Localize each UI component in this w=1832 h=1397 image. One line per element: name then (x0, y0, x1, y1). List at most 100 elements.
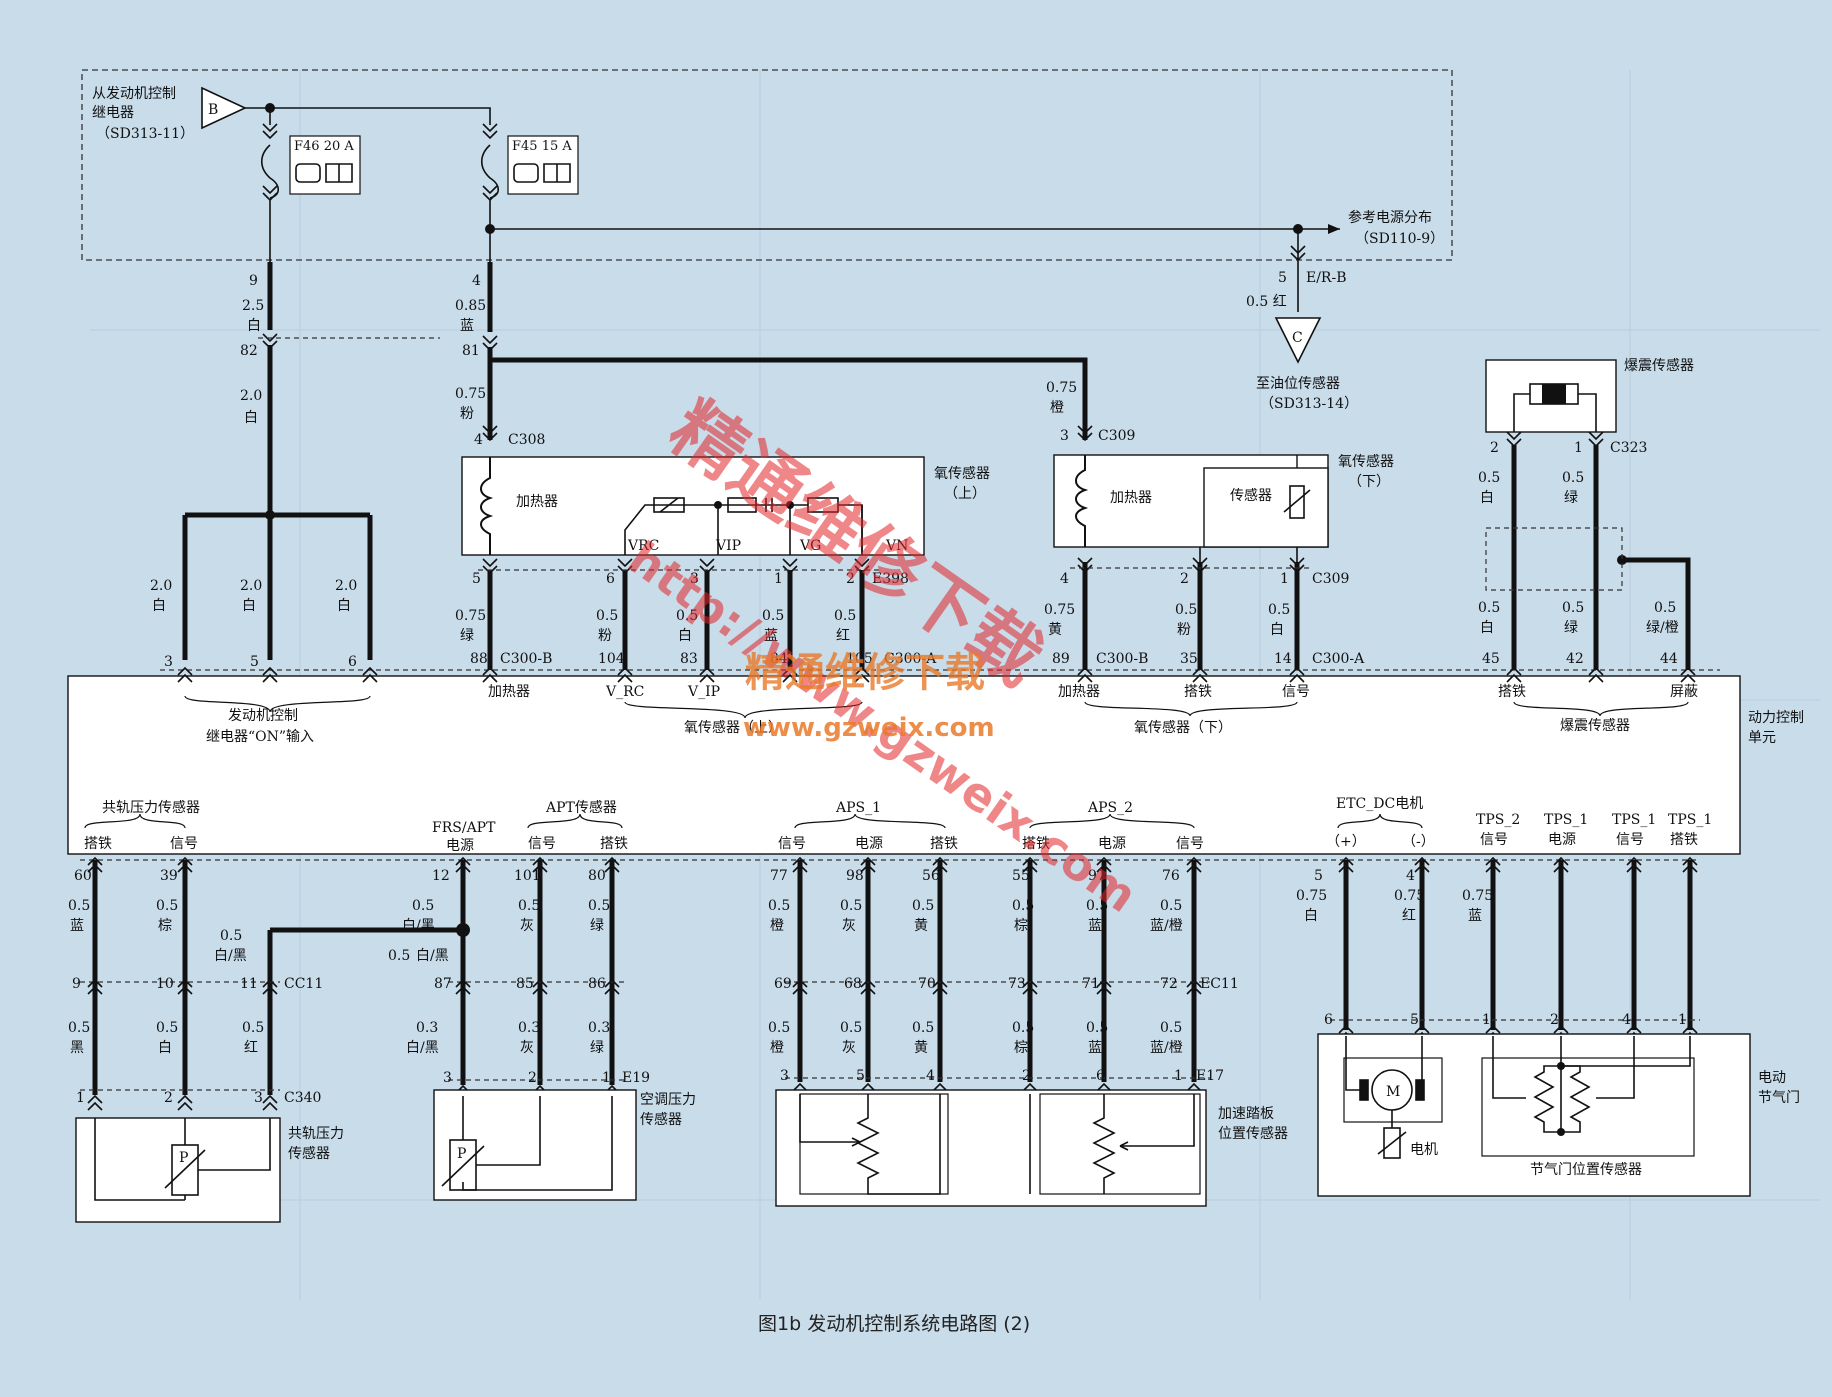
svg-text:棕: 棕 (1014, 1040, 1028, 1056)
svg-text:电源: 电源 (446, 838, 474, 854)
ref-power-label: 参考电源分布 (1348, 209, 1432, 226)
relay-fuse-box (81, 69, 1453, 261)
svg-text:2.0: 2.0 (240, 388, 262, 404)
svg-text:C: C (1292, 330, 1303, 346)
svg-text:69: 69 (774, 976, 792, 992)
svg-text:（上）: （上） (944, 486, 986, 502)
cc11-pins: 9 10 11 CC11 87 85 86 69 68 70 73 71 72 … (72, 976, 1239, 992)
svg-text:www.gzweix.com: www.gzweix.com (743, 713, 995, 743)
svg-text:14: 14 (1274, 651, 1292, 667)
svg-text:C323: C323 (1610, 440, 1647, 456)
svg-text:35: 35 (1180, 651, 1198, 667)
svg-text:72: 72 (1160, 976, 1178, 992)
o2-upper-title: 氧传感器 (934, 465, 990, 482)
svg-text:1: 1 (602, 1070, 611, 1086)
svg-text:白/黑: 白/黑 (416, 948, 449, 964)
relay-source-symbol: B (201, 86, 247, 130)
svg-text:C300-A: C300-A (884, 651, 937, 667)
svg-text:85: 85 (516, 976, 534, 992)
svg-text:0.5: 0.5 (762, 608, 784, 624)
svg-text:FRS/APT: FRS/APT (432, 820, 496, 836)
relay-label-2: 继电器 (92, 105, 134, 121)
svg-text:传感器: 传感器 (1230, 487, 1272, 504)
svg-text:搭铁: 搭铁 (600, 836, 628, 852)
svg-text:电源: 电源 (855, 836, 883, 852)
svg-text:白: 白 (1480, 490, 1494, 506)
svg-text:0.5: 0.5 (1175, 602, 1197, 618)
svg-text:2: 2 (164, 1090, 173, 1106)
svg-text:搭铁: 搭铁 (1670, 832, 1698, 848)
svg-text:白/黑: 白/黑 (406, 1040, 439, 1056)
svg-text:粉: 粉 (598, 628, 612, 644)
svg-text:APS_2: APS_2 (1087, 800, 1133, 816)
svg-text:0.5: 0.5 (388, 948, 410, 964)
svg-text:2: 2 (1022, 1068, 1031, 1084)
svg-text:3: 3 (1060, 428, 1069, 444)
svg-text:C300-B: C300-B (500, 651, 552, 667)
svg-text:白/黑: 白/黑 (402, 918, 435, 934)
svg-text:白: 白 (242, 598, 256, 614)
svg-text:2.0: 2.0 (335, 578, 357, 594)
svg-text:0.75: 0.75 (1296, 888, 1327, 904)
svg-text:88: 88 (470, 651, 488, 667)
svg-text:蓝: 蓝 (70, 918, 84, 934)
svg-text:2.0: 2.0 (150, 578, 172, 594)
svg-text:5: 5 (856, 1068, 865, 1084)
svg-text:0.5: 0.5 (1478, 600, 1500, 616)
figure-caption: 图1b 发动机控制系统电路图 (2) (758, 1313, 1030, 1335)
ac-pressure-sensor-box (433, 1089, 637, 1201)
svg-text:灰: 灰 (520, 1040, 534, 1056)
svg-text:0.5: 0.5 (1268, 602, 1290, 618)
svg-text:M: M (1386, 1084, 1400, 1100)
svg-text:传感器: 传感器 (640, 1111, 682, 1128)
svg-text:信号: 信号 (1176, 836, 1204, 852)
svg-text:0.5: 0.5 (68, 898, 90, 914)
svg-text:104: 104 (598, 651, 625, 667)
svg-text:TPS_1: TPS_1 (1668, 812, 1712, 828)
svg-text:EC11: EC11 (1200, 976, 1239, 992)
svg-text:C300-A: C300-A (1312, 651, 1365, 667)
svg-text:绿: 绿 (590, 1040, 604, 1056)
pcm-title: 动力控制 (1748, 710, 1804, 726)
svg-text:0.5: 0.5 (1160, 1020, 1182, 1036)
svg-text:橙: 橙 (1050, 400, 1064, 416)
svg-text:4: 4 (472, 273, 481, 289)
relay-label-ref: （SD313-11） (96, 126, 194, 142)
svg-text:蓝: 蓝 (764, 628, 778, 644)
svg-text:0.5: 0.5 (156, 898, 178, 914)
svg-text:ETC_DC电机: ETC_DC电机 (1336, 796, 1423, 812)
svg-text:82: 82 (240, 343, 258, 359)
svg-text:1: 1 (76, 1090, 85, 1106)
svg-text:粉: 粉 (1177, 622, 1191, 638)
svg-text:0.75: 0.75 (1044, 602, 1075, 618)
svg-text:5: 5 (1410, 1012, 1419, 1028)
svg-text:红: 红 (1402, 908, 1416, 924)
svg-text:氧传感器（上）: 氧传感器（上） (684, 719, 782, 736)
relay-label-1: 从发动机控制 (92, 86, 176, 102)
svg-text:6: 6 (606, 571, 615, 587)
svg-text:71: 71 (1082, 976, 1100, 992)
svg-text:信号: 信号 (528, 836, 556, 852)
svg-text:73: 73 (1008, 976, 1026, 992)
svg-text:精通维修下载: 精通维修下载 (745, 650, 985, 696)
svg-text:E/R-B: E/R-B (1306, 270, 1347, 286)
svg-text:空调压力: 空调压力 (640, 1092, 696, 1108)
svg-text:1: 1 (1678, 1012, 1687, 1028)
svg-text:TPS_1: TPS_1 (1544, 812, 1588, 828)
svg-text:2: 2 (846, 571, 855, 587)
svg-text:C309: C309 (1098, 428, 1135, 444)
knock-title: 爆震传感器 (1624, 357, 1694, 374)
o2-lower-title: 氧传感器 (1338, 453, 1394, 470)
svg-text:蓝/橙: 蓝/橙 (1150, 918, 1183, 934)
svg-text:0.5: 0.5 (1086, 1020, 1108, 1036)
svg-text:0.5: 0.5 (834, 608, 856, 624)
svg-text:0.5: 0.5 (1012, 1020, 1034, 1036)
svg-text:搭铁: 搭铁 (1498, 684, 1526, 700)
svg-text:98: 98 (846, 868, 864, 884)
pcm-box (67, 675, 1741, 855)
svg-text:5: 5 (250, 654, 259, 670)
svg-text:爆震传感器: 爆震传感器 (1560, 717, 1630, 734)
svg-text:电动: 电动 (1758, 1070, 1786, 1086)
svg-text:83: 83 (680, 651, 698, 667)
svg-text:橙: 橙 (770, 1040, 784, 1056)
